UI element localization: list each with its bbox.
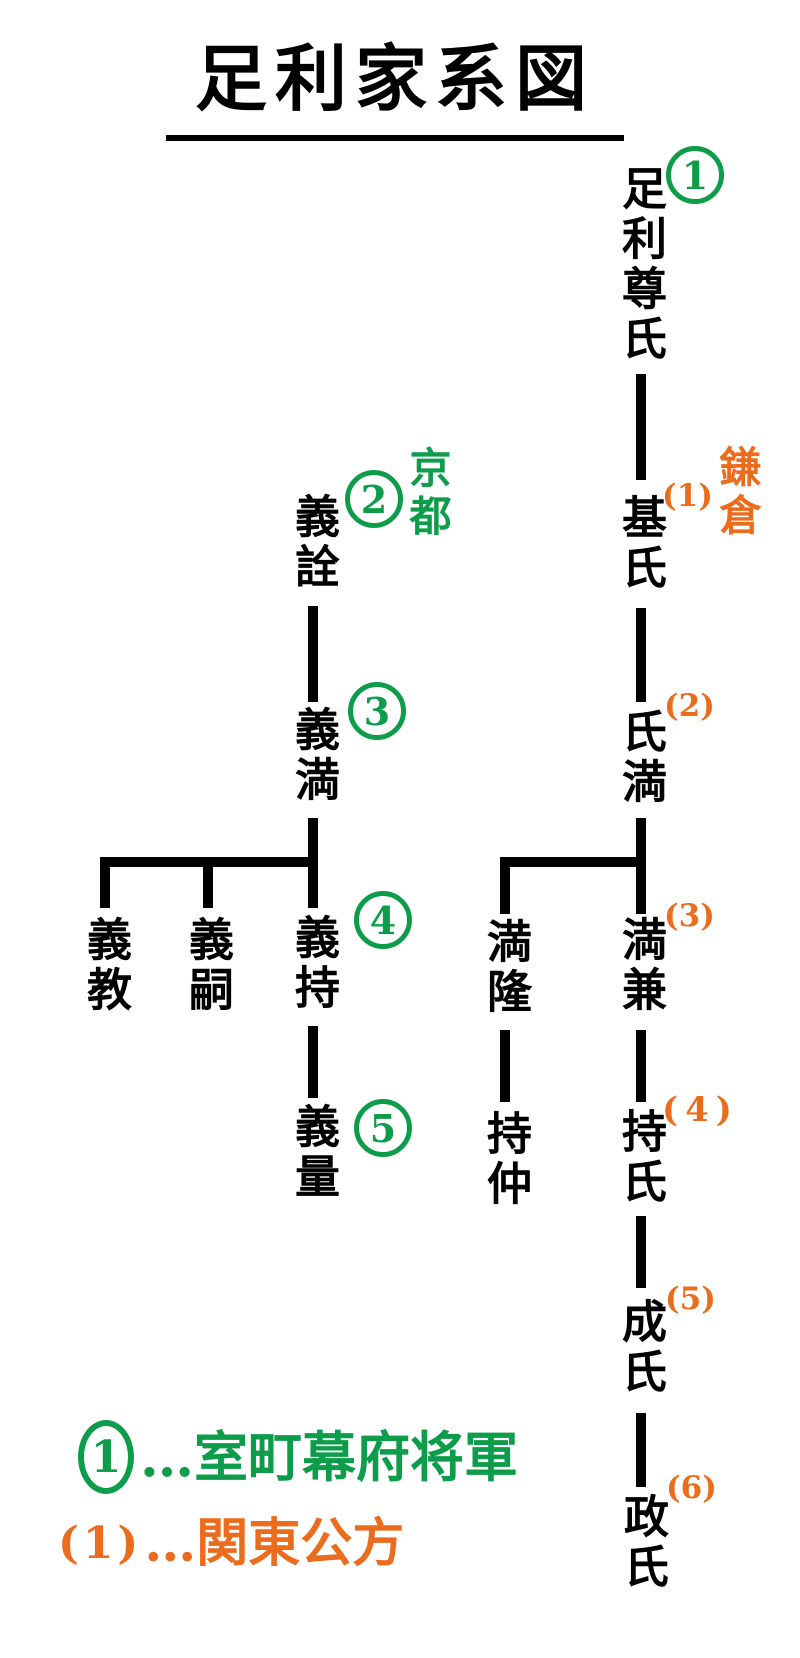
connector-branch-yoshinori [100, 857, 110, 908]
person-mochinaka: 持仲 [479, 1110, 532, 1210]
person-takauji: 足利尊氏 [614, 165, 667, 365]
connector-branch-mitsutaka [500, 857, 510, 914]
person-yoshimochi: 義持 [287, 914, 340, 1014]
shogun-badge-yoshimochi: 4 [354, 891, 412, 949]
legend-shogun-badge: 1 [78, 1420, 134, 1494]
kubo-number-motouji: (1) [662, 478, 713, 514]
kubo-number-shigeuji: (5) [665, 1281, 716, 1317]
kubo-number-mitsukane: (3) [664, 898, 715, 934]
legend-kubo-number: (1) [58, 1518, 143, 1569]
connector-motouji-ujimitsu [636, 608, 646, 702]
page-title: 足利家系図 [166, 20, 624, 141]
legend-shogun-row: 1 …室町幕府将軍 [78, 1420, 518, 1494]
person-mochiuji: 持氏 [614, 1108, 667, 1208]
legend-kubo-label: …関東公方 [144, 1513, 405, 1574]
person-yoshikazu: 義量 [287, 1103, 340, 1203]
kubo-number-ujimitsu: (2) [664, 688, 715, 724]
legend-shogun-label: …室町幕府将軍 [140, 1425, 518, 1489]
connector-branch-kamakura [500, 857, 646, 867]
connector-takauji-motouji [636, 374, 646, 480]
place-label-kyoto: 京都 [403, 446, 452, 542]
shogun-badge-yoshiakira: 2 [345, 470, 403, 528]
person-motouji: 基氏 [614, 494, 667, 594]
person-yoshimitsu: 義満 [287, 706, 340, 806]
kubo-number-mochiuji: (4) [662, 1090, 739, 1130]
connector-yoshimochi-yoshikazu [308, 1026, 318, 1098]
shogun-badge-yoshikazu: 5 [354, 1099, 412, 1157]
person-yoshiakira: 義詮 [287, 493, 340, 593]
connector-yoshiakira-yoshimitsu [308, 606, 318, 702]
place-label-kamakura: 鎌倉 [713, 445, 762, 541]
person-masauji: 政氏 [616, 1493, 669, 1593]
legend-kubo-row: (1) …関東公方 [58, 1508, 404, 1580]
person-shigeuji: 成氏 [614, 1298, 667, 1398]
person-mitsutaka: 満隆 [479, 918, 532, 1018]
connector-mitsukane-mochiuji [636, 1030, 646, 1102]
person-ujimitsu: 氏満 [614, 708, 667, 808]
kubo-number-masauji: (6) [666, 1470, 717, 1506]
person-yoshitsugu: 義嗣 [181, 916, 234, 1016]
person-yoshinori: 義教 [79, 916, 132, 1016]
shogun-badge-yoshimitsu: 3 [348, 682, 406, 740]
connector-mochiuji-shigeuji [636, 1216, 646, 1288]
connector-mitsutaka-mochinaka [500, 1030, 510, 1102]
shogun-badge-takauji: 1 [666, 146, 724, 204]
person-mitsukane: 満兼 [614, 916, 667, 1016]
connector-shigeuji-masauji [636, 1413, 646, 1487]
connector-branch-yoshitsugu [203, 857, 213, 908]
